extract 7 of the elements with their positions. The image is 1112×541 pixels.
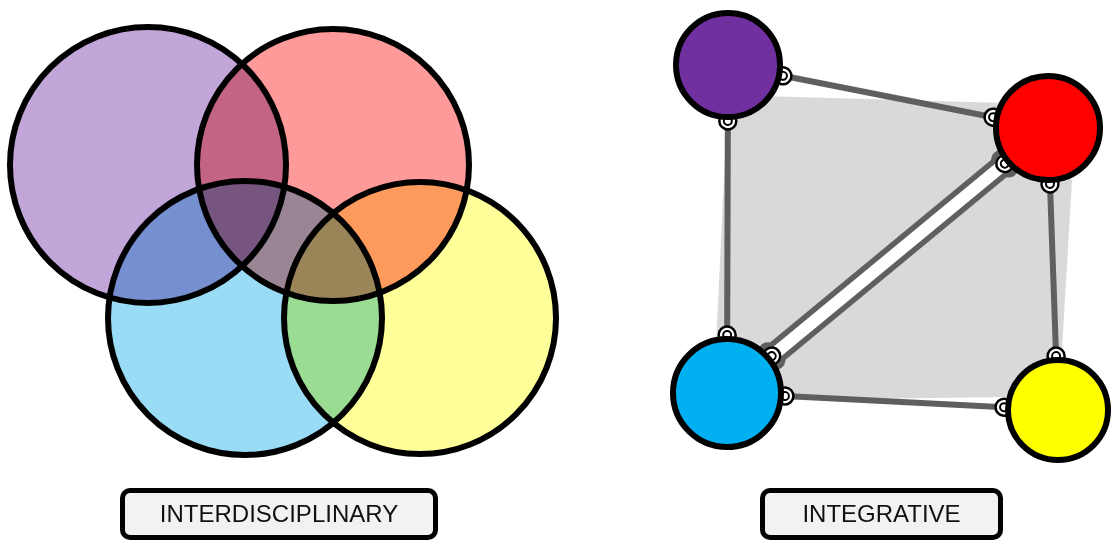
node-circle (670, 336, 784, 450)
label-box: INTEGRATIVE (760, 488, 1003, 540)
connector (762, 153, 1015, 366)
node-circle (993, 73, 1103, 183)
node-circle (1005, 357, 1111, 463)
node-circle (673, 10, 783, 120)
label-box: INTERDISCIPLINARY (120, 488, 438, 540)
